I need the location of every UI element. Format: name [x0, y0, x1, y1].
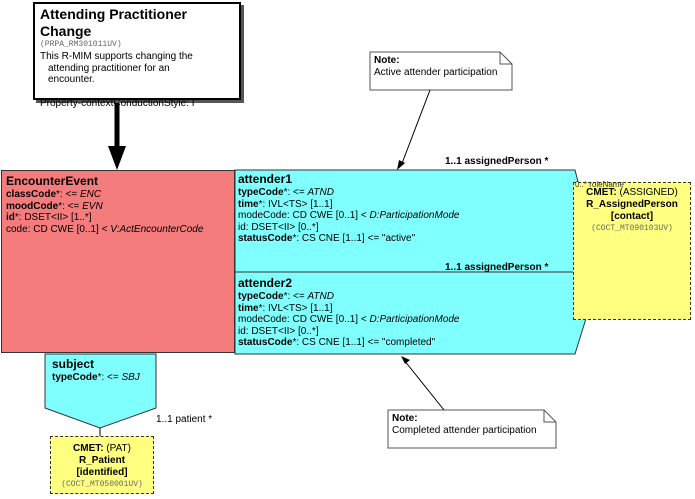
note-completed-text: Completed attender participation: [392, 425, 537, 436]
attender2-title: attender2: [238, 276, 293, 290]
encounter-event-title: EncounterEvent: [6, 174, 99, 188]
attribute-row: time*: IVL<TS> [1..1]: [238, 198, 333, 210]
attender2-association-label: 1..1 assignedPerson *: [445, 262, 549, 273]
cmet-assigned-id: (COCT_MT090103UV): [591, 224, 673, 233]
note-completed: Note: Completed attender participation: [392, 413, 547, 437]
attribute-row: typeCode*: <= SBJ: [52, 372, 140, 383]
attender2-class: attender2 typeCode*: <= ATND time*: IVL<…: [238, 276, 460, 349]
subject-shape: [44, 353, 157, 429]
note-active: Note: Active attender participation: [374, 55, 499, 79]
note-completed-pointer: [403, 359, 445, 411]
attribute-row: time*: IVL<TS> [1..1]: [238, 302, 333, 314]
cmet-assigned-person: CMET: (ASSIGNED) R_AssignedPerson [conta…: [573, 182, 691, 320]
context-conduction-style: Property-contextConductionStyle: I: [40, 97, 195, 109]
attender2-shape: [234, 271, 589, 355]
note-active-title: Note:: [374, 55, 400, 66]
attender1-association-label: 1..1 assignedPerson *: [445, 156, 549, 167]
attribute-row: modeCode: CD CWE [0..1] < D:Participatio…: [238, 210, 460, 221]
patient-association-label: 1..1 patient *: [156, 414, 213, 425]
subject-title: subject: [52, 357, 95, 371]
note-active-pointer: [400, 89, 431, 167]
attribute-row: statusCode*: CS CNE [1..1] <= "active": [238, 233, 416, 244]
title-connector-arrowhead: [108, 146, 126, 170]
note-completed-shape: [387, 409, 557, 449]
attribute-row: classCode*: <= ENC: [6, 189, 102, 200]
cmet-patient-qualifier: [identified]: [76, 467, 128, 478]
note-active-text: Active attender participation: [374, 67, 498, 78]
encounter-event-class: EncounterEvent classCode*: <= ENC moodCo…: [1, 170, 235, 353]
subject-class: subject typeCode*: <= SBJ: [52, 357, 140, 384]
description-line: encounter.: [48, 74, 95, 85]
note-active-shape: [369, 51, 513, 91]
cmet-patient-id: (COCT_MT050001UV): [61, 480, 143, 489]
attribute-row: id*: DSET<II> [1..*]: [6, 212, 92, 223]
cmet-assigned-qualifier: [contact]: [610, 211, 654, 222]
attender1-class: attender1 typeCode*: <= ATND time*: IVL<…: [238, 172, 460, 245]
roleName-overlap-label: 0..* roleName: [575, 180, 624, 189]
cmet-assigned-name: R_AssignedPerson: [586, 199, 678, 210]
attribute-row: moodCode*: <= EVN: [6, 200, 103, 212]
cmet-patient: CMET: (PAT) R_Patient [identified] (COCT…: [50, 436, 154, 494]
attender1-title: attender1: [238, 172, 293, 186]
attribute-row: statusCode*: CS CNE [1..1] <= "completed…: [238, 337, 436, 348]
attribute-row: id: DSET<II> [0..*]: [238, 221, 319, 233]
attribute-row: code: CD CWE [0..1] < V:ActEncounterCode: [6, 223, 204, 235]
attribute-row: typeCode*: <= ATND: [238, 187, 334, 198]
title-box: Attending Practitioner Change (PRPA_RM30…: [33, 2, 241, 109]
attribute-row: id: DSET<II> [0..*]: [238, 325, 319, 337]
diagram-title: Attending Practitioner Change: [40, 6, 188, 39]
description-line: attending practitioner for an: [48, 62, 170, 74]
attribute-row: typeCode*: <= ATND: [238, 291, 334, 302]
attribute-row: modeCode: CD CWE [0..1] < D:Participatio…: [238, 314, 460, 325]
description-line: This R-MIM supports changing the: [40, 51, 193, 62]
note-completed-title: Note:: [392, 413, 418, 424]
diagram-id: (PRPA_RM301011UV): [40, 40, 122, 49]
cmet-patient-name: R_Patient: [78, 455, 126, 466]
